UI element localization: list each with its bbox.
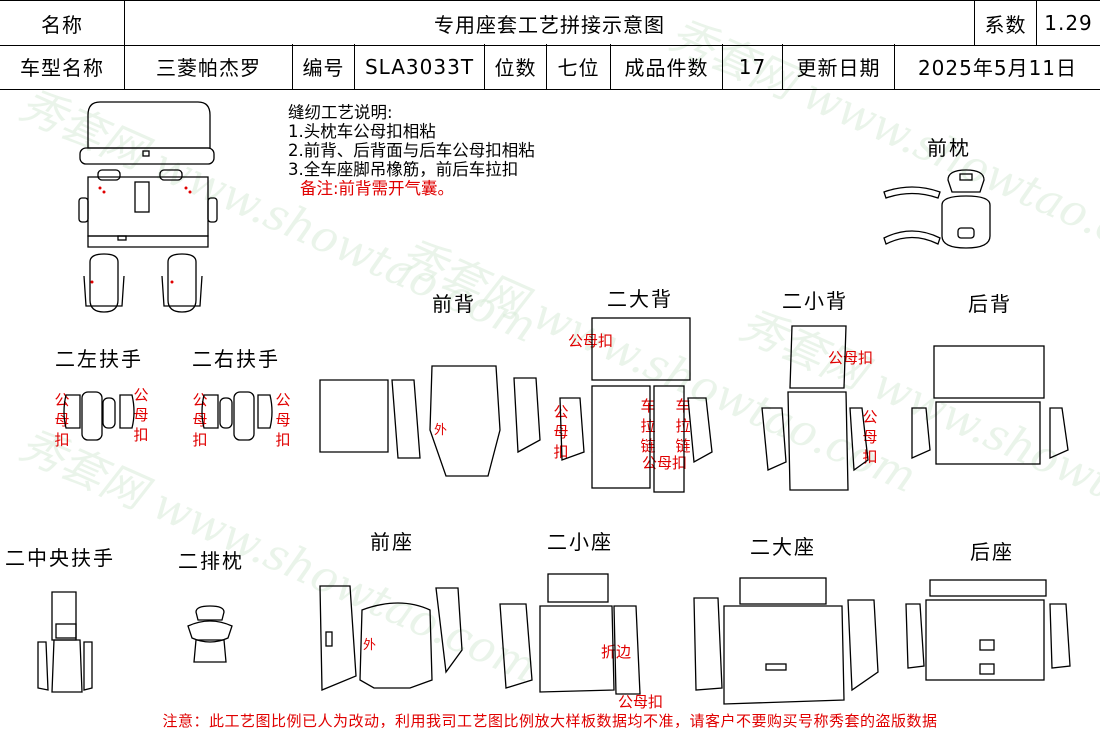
header-row-title: 名称 专用座套工艺拼接示意图 系数 1.29 — [0, 0, 1100, 46]
model-label: 车型名称 — [0, 44, 125, 89]
annotation-snap: 公母扣 — [133, 386, 149, 444]
annotation-snap: 公母扣 — [618, 693, 664, 711]
name-label: 名称 — [0, 1, 125, 45]
front-back-pieces — [319, 365, 541, 477]
second-headrest-pieces — [187, 605, 233, 663]
code-value: SLA3033T — [355, 44, 485, 89]
label-front-headrest: 前枕 — [927, 136, 971, 160]
coef-label: 系数 — [975, 1, 1037, 45]
label-second-big-back: 二大背 — [607, 287, 673, 311]
annotation-snap: 公母扣 — [642, 454, 688, 472]
notes-item-1: 1.头枕车公母扣相粘 — [288, 122, 436, 141]
annotation-zipper: 车拉链 — [675, 397, 691, 455]
annotation-snap: 公母扣 — [828, 349, 874, 367]
label-rear-seat: 后座 — [970, 540, 1014, 564]
label-second-headrest: 二排枕 — [178, 549, 244, 573]
label-second-small-seat: 二小座 — [547, 530, 613, 554]
label-front-seat: 前座 — [370, 530, 414, 554]
annotation-zipper: 车拉链 — [640, 397, 656, 455]
second-center-armrest-pieces — [37, 591, 93, 693]
date-label: 更新日期 — [783, 44, 895, 89]
annotation-fold-edge: 折边 — [601, 643, 632, 661]
label-rear-back: 后背 — [968, 292, 1012, 316]
second-small-back-pieces — [761, 325, 869, 491]
annotation-outer: 外 — [434, 423, 448, 438]
front-seat-pieces — [319, 585, 463, 691]
pieces-value: 17 — [723, 44, 783, 89]
annotation-outer: 外 — [363, 638, 377, 653]
second-right-armrest-pieces — [201, 391, 273, 441]
label-second-left-armrest: 二左扶手 — [55, 347, 143, 371]
second-big-back-pieces — [559, 317, 713, 493]
model-value: 三菱帕杰罗 — [125, 44, 293, 89]
annotation-snap: 公母扣 — [568, 332, 614, 350]
label-second-big-seat: 二大座 — [750, 535, 816, 559]
annotation-snap: 公母扣 — [275, 391, 291, 449]
label-second-center-armrest: 二中央扶手 — [5, 546, 115, 570]
second-small-seat-pieces — [499, 573, 641, 695]
notes-remark: 备注:前背需开气囊。 — [300, 179, 455, 198]
label-second-right-armrest: 二右扶手 — [192, 347, 280, 371]
second-left-armrest-pieces — [63, 391, 135, 441]
label-front-back: 前背 — [432, 292, 476, 316]
seats-value: 七位 — [547, 44, 611, 89]
sheet-title: 专用座套工艺拼接示意图 — [125, 1, 975, 45]
notes-item-2: 2.前背、后背面与后车公母扣相粘 — [288, 141, 535, 160]
date-value: 2025年5月11日 — [917, 56, 1078, 80]
seats-label: 位数 — [485, 44, 547, 89]
label-second-small-back: 二小背 — [782, 289, 848, 313]
second-big-seat-pieces — [693, 577, 879, 705]
notes-item-3: 3.全车座脚吊橡筋，前后车拉扣 — [288, 160, 519, 179]
sewing-notes: 缝纫工艺说明: 1.头枕车公母扣相粘 2.前背、后背面与后车公母扣相粘 3.全车… — [288, 103, 535, 198]
footer-warning: 注意：此工艺图比例已人为改动，利用我司工艺图比例放大样板数据均不准，请客户不要购… — [162, 712, 938, 730]
coef-value: 1.29 — [1044, 11, 1093, 35]
pieces-label: 成品件数 — [611, 44, 723, 89]
seat-overview-diagram — [78, 101, 218, 313]
code-label: 编号 — [293, 44, 355, 89]
rear-back-pieces — [911, 345, 1069, 465]
header-row-info: 车型名称 三菱帕杰罗 编号 SLA3033T 位数 七位 成品件数 17 更新日… — [0, 44, 1100, 90]
notes-title: 缝纫工艺说明: — [288, 103, 393, 122]
rear-seat-pieces — [905, 579, 1071, 681]
front-headrest-pieces — [883, 169, 991, 249]
